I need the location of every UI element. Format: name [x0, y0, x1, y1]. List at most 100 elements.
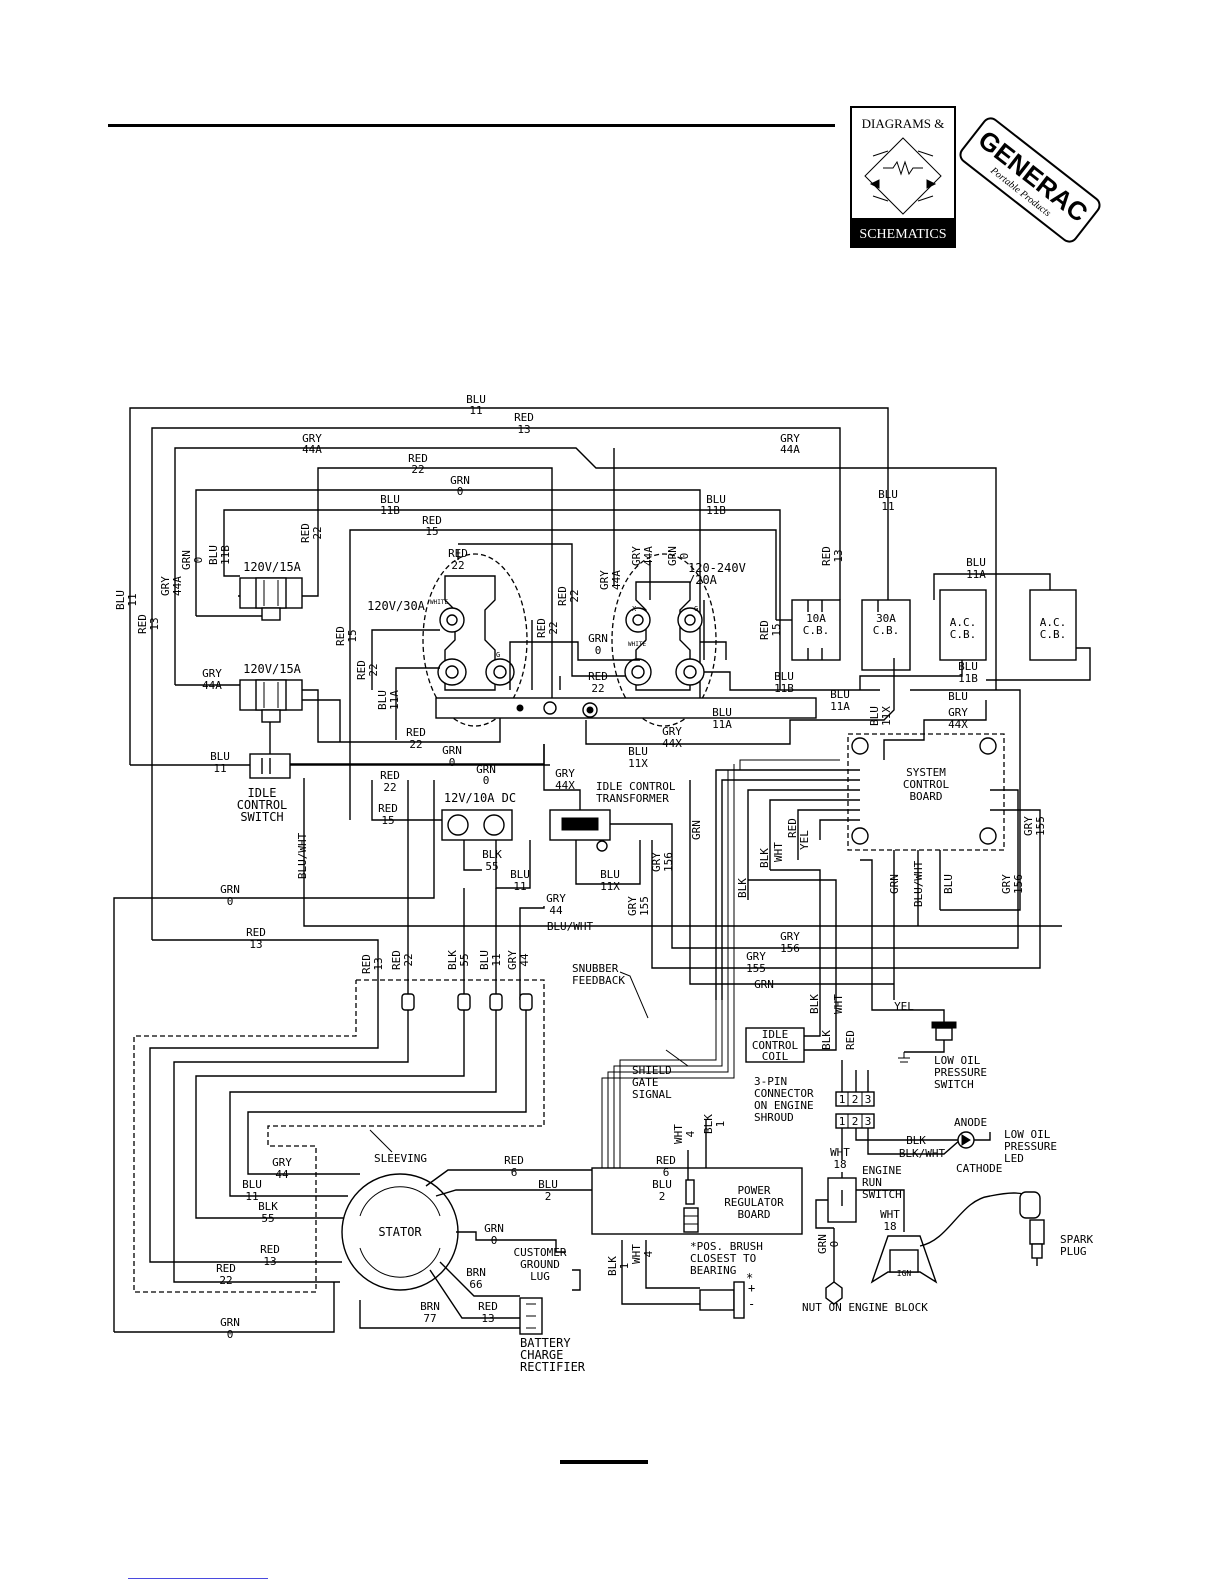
breaker-label: 10A	[806, 612, 826, 625]
wire-label: 0	[491, 1234, 498, 1247]
logo-diagrams-text: DIAGRAMS &	[862, 116, 945, 131]
brush-minus: -	[748, 1297, 755, 1311]
wire-label: RED	[478, 1300, 498, 1313]
receptacle-label: 120V/15A	[243, 560, 302, 574]
wire-label: 11B	[774, 682, 794, 695]
wire-label: RED	[514, 411, 534, 424]
idle-control-switch-label: SWITCH	[240, 810, 283, 824]
wire-label: 11	[469, 404, 482, 417]
three-pin-connector: 3-PIN CONNECTOR ON ENGINE SHROUD 1 2 3 1…	[754, 1075, 875, 1129]
wire-label: RED	[246, 926, 266, 939]
brush-note: BEARING	[690, 1264, 736, 1277]
wire-label: 0	[449, 756, 456, 769]
circuit-breaker-ac-a: A.C. C.B.	[939, 589, 987, 661]
wire-label: 0	[457, 485, 464, 498]
spark-plug-label: SPARK	[1060, 1233, 1093, 1246]
wire-label: 11	[245, 1190, 258, 1203]
connector-label: SHROUD	[754, 1111, 794, 1124]
wire-label: BRN	[466, 1266, 486, 1279]
wire-label: RED	[136, 614, 149, 634]
wire-label: 22	[568, 589, 581, 602]
wire-label: RED	[334, 626, 347, 646]
wire-label: 22	[409, 738, 422, 751]
snubber-label: SNUBBER	[572, 962, 619, 975]
wire-label: 77	[423, 1312, 436, 1325]
pin-label: 3	[865, 1115, 872, 1128]
idle-control-switch: BLU 11 IDLE CONTROL SWITCH	[130, 750, 550, 824]
wire-label: RED	[378, 802, 398, 815]
wire-label: GRY	[598, 570, 611, 590]
wire-label: BLU	[538, 1178, 558, 1191]
wire-label: RED	[360, 954, 373, 974]
wire-label: 13	[481, 1312, 494, 1325]
idle-control-switch-label: CONTROL	[237, 798, 288, 812]
wire-label: 11	[490, 953, 503, 966]
connector-label: CONNECTOR	[754, 1087, 814, 1100]
wire-label: RED	[504, 1154, 524, 1167]
wire-label: 11B	[380, 504, 400, 517]
wire-label: RED	[390, 950, 403, 970]
wire-label: 11A	[830, 700, 850, 713]
receptacle-label: /20A	[688, 573, 718, 587]
wire-label: 44	[549, 904, 563, 917]
ground-lug-label: LUG	[530, 1270, 550, 1283]
wire-label: BLU	[210, 750, 230, 763]
wire-label: 22	[383, 781, 396, 794]
idle-control-coil: IDLE CONTROL COIL	[745, 1027, 805, 1063]
wire-label: RED	[844, 1030, 857, 1050]
board-label: SYSTEM	[906, 766, 946, 779]
wire-label: WHT	[880, 1208, 900, 1221]
wire-label: YEL	[894, 1000, 914, 1013]
wire-label: WHT	[830, 1146, 850, 1159]
wire-label: 44A	[780, 443, 800, 456]
connector-label: ON ENGINE	[754, 1099, 814, 1112]
wire-label: BLU/WHT	[296, 832, 309, 879]
wire-label: BLK	[258, 1200, 278, 1213]
wire-label: GRY	[630, 546, 643, 566]
wire-label: 55	[261, 1212, 274, 1225]
wire-label: RED	[355, 660, 368, 680]
shield-label: SIGNAL	[632, 1088, 672, 1101]
wire-label: BLU	[376, 690, 389, 710]
wire-label: 13	[249, 938, 262, 951]
wire-label: RED	[820, 546, 833, 566]
breaker-label: 30A	[876, 612, 896, 625]
wire-label: RED	[758, 620, 771, 640]
brush-star: *	[746, 1271, 753, 1285]
wire-label: 156	[1012, 874, 1025, 894]
wire-label: 0	[828, 1241, 841, 1248]
wire-label: 11B	[706, 504, 726, 517]
wire-label: BLK	[702, 1114, 715, 1134]
wire-label: GRN	[888, 874, 901, 894]
wire-label: 11A	[388, 690, 401, 710]
wire-label: 22	[451, 559, 464, 572]
wire-label: 55	[458, 953, 471, 966]
breaker-label: C.B.	[873, 624, 900, 637]
snubber-label: FEEDBACK	[572, 974, 625, 987]
wire-label: GRY	[650, 852, 663, 872]
led-label: LED	[1004, 1152, 1024, 1165]
breaker-label: C.B.	[1040, 628, 1067, 641]
transformer-label: IDLE CONTROL	[596, 780, 676, 793]
customer-ground-lug: CUSTOMER GROUND LUG	[514, 1246, 581, 1291]
wire-label: BLU	[712, 706, 732, 719]
wire-label: 22	[547, 621, 560, 634]
receptacle-120v-30a: 120V/30A WHITE G	[367, 553, 528, 727]
wire-label: 44	[518, 953, 531, 967]
wire-label: 22	[591, 682, 604, 695]
low-oil-pressure-led: ANODE CATHODE LOW OIL PRESSURE LED	[954, 1116, 1057, 1175]
breaker-label: C.B.	[950, 628, 977, 641]
terminal-mark: X	[632, 605, 637, 613]
ground-lug-label: CUSTOMER	[514, 1246, 567, 1259]
wire-label: GRN	[484, 1222, 504, 1235]
wire-label: GRN	[220, 883, 240, 896]
wire-label: WHT	[672, 1124, 685, 1144]
wire-label: 11	[213, 762, 226, 775]
logo-schematics-text: SCHEMATICS	[859, 227, 946, 242]
wire-label: 2	[659, 1190, 666, 1203]
wire-label: BLU	[878, 488, 898, 501]
wire-label: 0	[192, 557, 205, 564]
pin-label: 1	[839, 1115, 846, 1128]
anode-label: ANODE	[954, 1116, 987, 1129]
coil-label: CONTROL	[752, 1039, 799, 1052]
